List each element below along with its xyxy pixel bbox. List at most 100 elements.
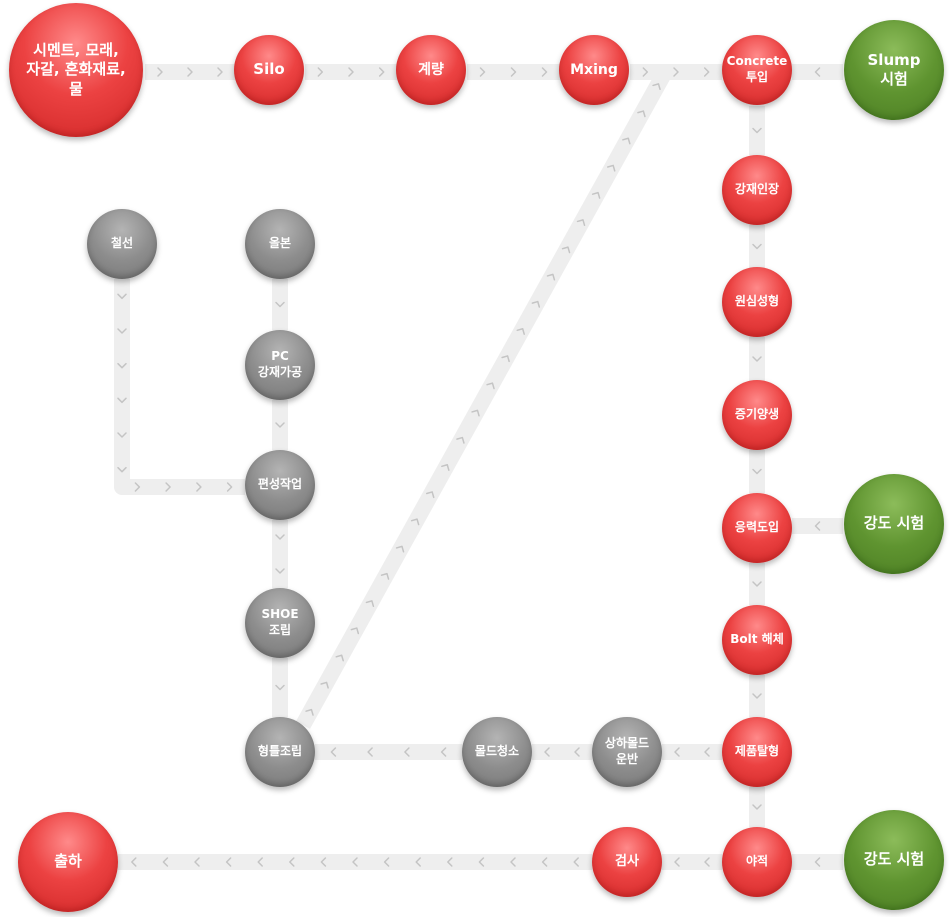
- flow-stress: [749, 450, 765, 493]
- chevron-icon: [348, 67, 354, 77]
- chevron-icon: [194, 857, 200, 867]
- chevron-icon: [367, 747, 373, 757]
- node-mold-transport: 상하몰드 운반: [592, 717, 662, 787]
- chevron-icon: [187, 67, 193, 77]
- chevron-icon: [541, 857, 548, 867]
- chevron-icon: [275, 422, 285, 428]
- chevron-icon: [275, 568, 285, 574]
- chevron-icon: [117, 432, 127, 438]
- flow-bolt-removal: [749, 563, 765, 605]
- chevron-icon: [471, 409, 480, 417]
- chevron-icon: [275, 684, 285, 691]
- flow-shipping: [118, 854, 592, 870]
- chevron-icon: [217, 67, 223, 77]
- chevron-icon: [441, 464, 450, 471]
- node-bolt: 올본: [245, 209, 315, 279]
- chevron-icon: [378, 67, 385, 77]
- flow-weighing: [305, 64, 397, 80]
- node-inspection: 검사: [592, 827, 662, 897]
- chevron-icon: [117, 397, 127, 404]
- chevron-icon: [380, 572, 390, 580]
- node-shipping: 출하: [18, 812, 118, 912]
- chevron-icon: [673, 67, 679, 77]
- chevron-icon: [289, 857, 295, 867]
- chevron-icon: [404, 747, 410, 757]
- chevron-icon: [516, 328, 525, 335]
- node-tensioning: 강재인장: [722, 155, 792, 225]
- chevron-icon: [752, 243, 762, 250]
- chevron-icon: [576, 219, 586, 227]
- node-materials: 시멘트, 모래, 자갈, 혼화재료, 물: [9, 3, 143, 137]
- flow-silo: [145, 64, 235, 80]
- flow-steam: [749, 337, 765, 381]
- chevron-icon: [573, 857, 579, 867]
- chevron-icon: [395, 545, 405, 553]
- chevron-icon: [335, 654, 344, 662]
- node-slump-test: Slump 시험: [844, 20, 944, 120]
- node-steam-curing: 증기양생: [722, 380, 792, 450]
- chevron-icon: [704, 747, 710, 757]
- chevron-icon: [546, 273, 556, 281]
- node-bolt-removal: Bolt 해체: [722, 605, 792, 675]
- chevron-icon: [574, 747, 580, 757]
- node-knitting-work: 편성작업: [245, 450, 315, 520]
- chevron-icon: [157, 67, 163, 77]
- chevron-icon: [415, 857, 421, 867]
- chevron-icon: [752, 693, 762, 699]
- flow-slump-feedback: [792, 64, 843, 80]
- chevron-icon: [117, 328, 127, 334]
- flow-to-form: [315, 744, 462, 760]
- chevron-icon: [225, 857, 232, 867]
- chevron-icon: [320, 857, 327, 867]
- chevron-icon: [317, 67, 324, 77]
- chevron-icon: [501, 355, 510, 363]
- chevron-icon: [814, 857, 821, 867]
- flow-wire: [114, 279, 245, 495]
- chevron-icon: [591, 191, 601, 199]
- chevron-icon: [365, 600, 375, 608]
- flow-inspection: [662, 854, 722, 870]
- flow-stacking: [749, 787, 765, 827]
- flow-mold-cleaning: [532, 744, 592, 760]
- flow-strength2-feedback: [792, 854, 843, 870]
- node-stress-introduction: 응력도입: [722, 493, 792, 563]
- chevron-icon: [531, 300, 541, 308]
- flow-demolding: [749, 675, 765, 717]
- chevron-icon: [117, 293, 127, 300]
- chevron-icon: [674, 747, 680, 757]
- chevron-icon: [814, 67, 821, 77]
- chevron-icon: [752, 468, 762, 475]
- chevron-icon: [410, 518, 420, 526]
- chevron-icon: [752, 804, 762, 810]
- chevron-icon: [606, 164, 616, 172]
- flow-to-concrete: [630, 64, 722, 80]
- node-silo: Silo: [234, 35, 304, 105]
- chevron-icon: [510, 857, 516, 867]
- chevron-icon: [383, 857, 390, 867]
- flow-strength1-feedback: [792, 518, 843, 534]
- flow-pc-knit: [272, 400, 288, 450]
- node-strength-test-1: 강도 시험: [844, 474, 944, 574]
- node-pc-steel-processing: PC 강재가공: [245, 330, 315, 400]
- chevron-icon: [622, 137, 631, 145]
- node-mold-cleaning: 몰드청소: [462, 717, 532, 787]
- chevron-icon: [425, 491, 435, 499]
- chevron-icon: [162, 857, 169, 867]
- flow-centrifugal: [749, 225, 765, 268]
- node-concrete-input: Concrete 투입: [722, 35, 792, 105]
- chevron-icon: [305, 708, 314, 716]
- chevron-icon: [447, 857, 453, 867]
- chevron-icon: [131, 857, 137, 867]
- flow-mixing: [467, 64, 560, 80]
- chevron-icon: [196, 482, 202, 492]
- chevron-icon: [330, 747, 337, 757]
- chevron-icon: [350, 627, 360, 635]
- chevron-icon: [478, 857, 485, 867]
- node-shoe-assembly: SHOE 조립: [245, 588, 315, 658]
- flow-knit-shoe: [272, 520, 288, 588]
- chevron-icon: [117, 362, 127, 369]
- chevron-icon: [226, 482, 233, 492]
- node-stacking: 야적: [722, 827, 792, 897]
- node-demolding: 제품탈형: [722, 717, 792, 787]
